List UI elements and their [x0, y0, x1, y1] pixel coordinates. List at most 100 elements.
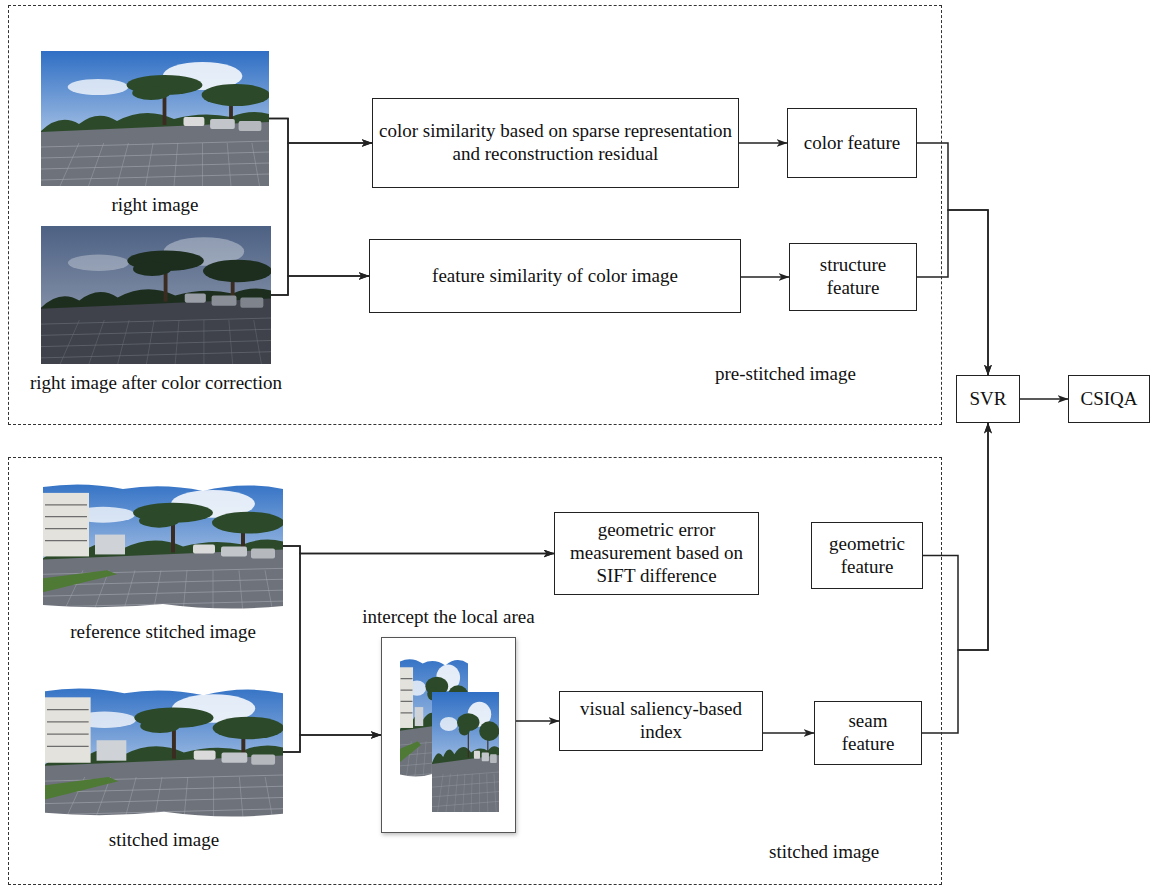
photo-shape [89, 143, 104, 186]
photo-shape [41, 163, 269, 169]
photo-shape [45, 797, 283, 803]
connector [739, 142, 787, 144]
box-label: color similarity based on sparse represe… [379, 120, 732, 166]
photo-shape [239, 570, 243, 613]
connector [516, 720, 559, 722]
photo-shape [175, 320, 179, 364]
photo-shape [210, 119, 235, 129]
photo-shape [252, 143, 260, 186]
photo-shape [133, 262, 171, 276]
photo-shape [68, 79, 129, 95]
frame-heading: intercept the local area [362, 606, 534, 628]
photo-shape [193, 545, 215, 554]
photo-shape [454, 774, 457, 812]
photo-shape [494, 774, 496, 812]
photo-shape [43, 590, 283, 596]
photo-shape [203, 260, 271, 282]
photo-shape [45, 775, 283, 781]
region-label: stitched image [767, 841, 881, 863]
photo-shape [43, 570, 117, 592]
photo-shape [146, 320, 154, 364]
photo-shape [174, 143, 178, 186]
photo-shape [401, 679, 413, 713]
photo-shape [432, 692, 499, 812]
box-label: CSIQA [1080, 388, 1137, 411]
process-box: geometric error measurement based on SIF… [554, 512, 759, 594]
photo-shape [41, 112, 269, 132]
photo-shape [463, 774, 465, 812]
photo-illustration [41, 51, 269, 186]
photo-shape [432, 772, 499, 777]
photo-shape [212, 296, 237, 306]
connector [271, 143, 372, 295]
photo-shape [41, 288, 271, 308]
box-label: seam feature [821, 710, 915, 756]
process-box: color similarity based on sparse represe… [372, 98, 739, 188]
photo-shape [89, 320, 104, 364]
photo-shape [213, 570, 214, 613]
photo-shape [146, 143, 154, 186]
photo-shape [140, 719, 180, 733]
process-box: geometric feature [811, 522, 923, 589]
photo-shape [487, 774, 488, 812]
process-box: structure feature [789, 243, 917, 311]
photo-shape [184, 117, 205, 126]
photo-shape [400, 667, 413, 728]
photo-illustration [43, 479, 283, 613]
box-label: feature similarity of color image [432, 265, 678, 288]
local-area-frame: intercept the local area [381, 637, 516, 833]
photo-shape [202, 143, 203, 186]
photo-shape [41, 141, 269, 147]
photo-shape [41, 174, 269, 180]
connector [922, 423, 988, 733]
process-box: seam feature [814, 701, 922, 765]
photo-shape [432, 801, 499, 806]
photo-shape [203, 320, 204, 364]
dashed-region: pre-stitched image right image color simil… [8, 5, 942, 425]
photo-shape [43, 568, 283, 574]
photo-shape [432, 782, 499, 787]
photo-shape [239, 121, 262, 131]
photo-shape [229, 320, 233, 364]
photo-shape [432, 746, 499, 764]
image-caption: right image [21, 194, 289, 217]
image-caption: reference stitched image [23, 621, 303, 644]
photo-shape [43, 479, 283, 613]
photo-shape [132, 86, 170, 100]
photo-shape [400, 741, 421, 762]
photo-shape [43, 548, 283, 613]
image-caption: stitched image [25, 829, 303, 852]
process-box: feature similarity of color image [369, 239, 741, 313]
photo-shape [45, 697, 91, 762]
image-node: right image [41, 51, 269, 186]
photo-shape [222, 753, 248, 763]
photo-shape [251, 548, 275, 558]
photo-shape [118, 320, 129, 364]
connector [269, 119, 372, 144]
photo-illustration [45, 683, 283, 821]
photo-shape [432, 792, 499, 797]
photo-shape [60, 320, 79, 364]
image-caption: right image after color correction [21, 372, 291, 395]
photo-shape [227, 143, 231, 186]
box-label: visual saliency-based index [566, 698, 756, 744]
photo-shape [432, 754, 499, 812]
photo-shape [41, 121, 269, 186]
photo-shape [45, 755, 283, 821]
photo-shape [43, 604, 283, 613]
photo-illustration [41, 226, 271, 364]
connector [741, 276, 789, 278]
connector [283, 546, 381, 735]
region-label: pre-stitched image [713, 363, 858, 385]
photo-shape [221, 546, 247, 556]
photo-shape [440, 717, 458, 731]
photo-shape [479, 721, 499, 741]
photo-shape [254, 320, 262, 364]
process-box: CSIQA [1068, 375, 1150, 423]
process-box: color feature [787, 108, 917, 178]
photo-illustration [432, 692, 499, 812]
photo-shape [239, 777, 243, 821]
box-label: structure feature [796, 254, 910, 300]
connector [269, 119, 369, 277]
process-box: visual saliency-based index [559, 691, 763, 751]
